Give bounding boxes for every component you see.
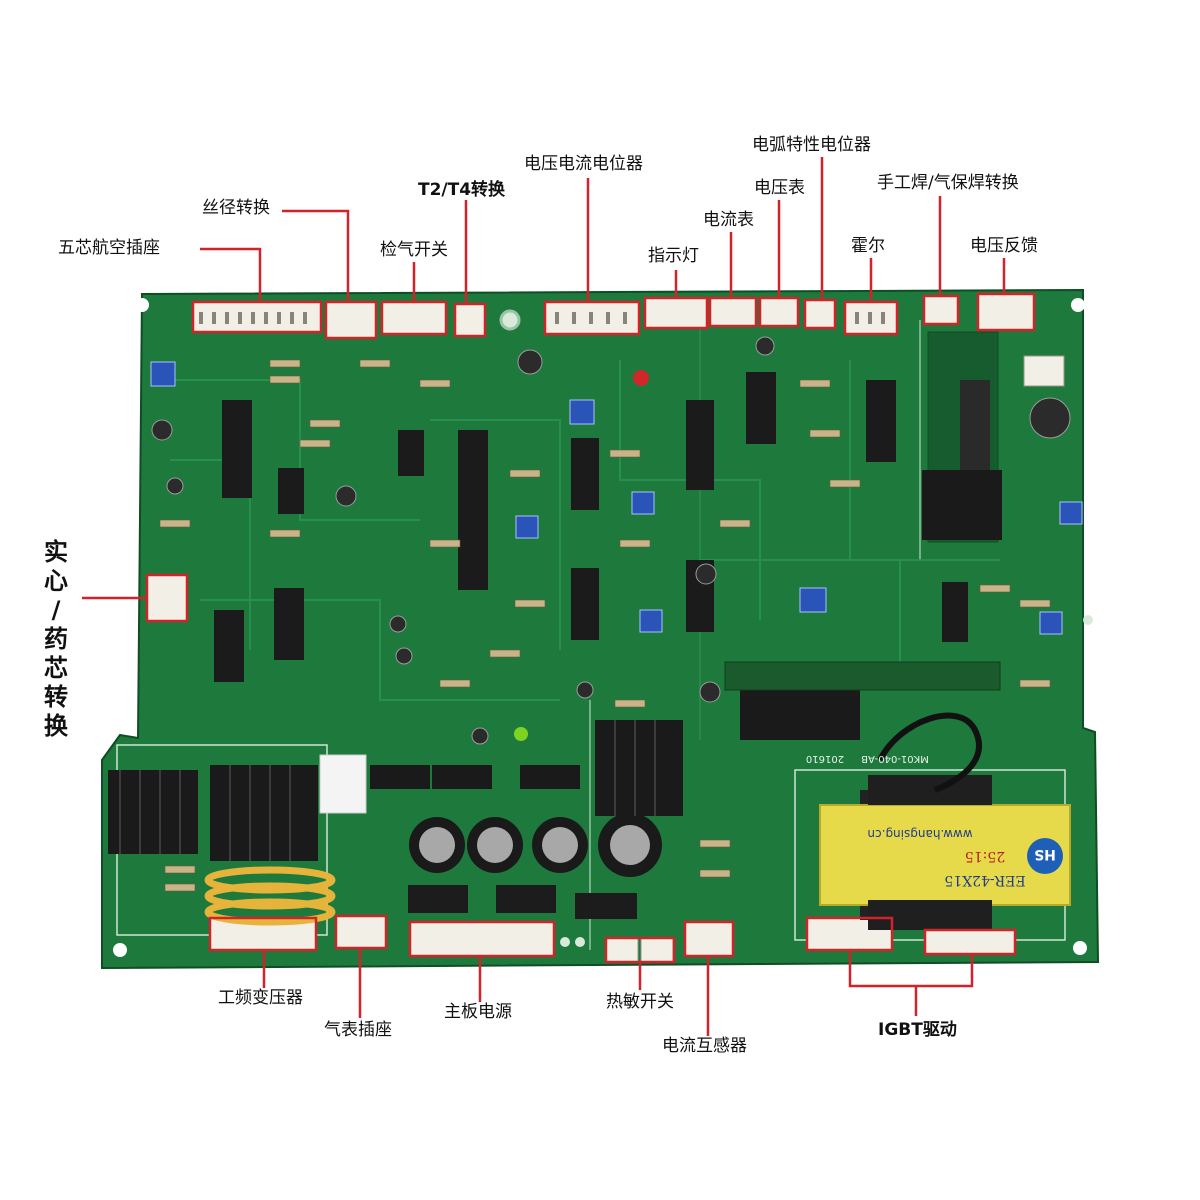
- potentiometer: [799, 587, 827, 613]
- potentiometer: [631, 491, 655, 515]
- transformer-ratio: 25:15: [965, 848, 1005, 864]
- heatsink: [370, 765, 430, 789]
- label-huoer: 霍尔: [851, 236, 885, 256]
- connector: [605, 937, 639, 963]
- potentiometer: [150, 361, 176, 387]
- connector: [454, 303, 486, 337]
- label-dianya-dianliu-dianweiqi: 电压电流电位器: [524, 154, 643, 174]
- mount-hole: [1073, 941, 1087, 955]
- capacitor: [471, 727, 489, 745]
- mount-hole: [135, 298, 149, 312]
- board-code: MK01-040-AB: [861, 753, 929, 764]
- label-sijing-zhuanhuan: 丝径转换: [202, 198, 270, 218]
- transformer-model: EER-42X15: [944, 872, 1025, 888]
- ic: [942, 582, 968, 642]
- capacitor: [166, 477, 184, 495]
- ic: [222, 400, 252, 498]
- connector: [684, 921, 734, 957]
- connector: [924, 929, 1016, 955]
- capacitor: [389, 615, 407, 633]
- label-remin-kaiguan: 热敏开关: [606, 992, 674, 1012]
- transformer-logo: HS: [1034, 846, 1056, 862]
- label-dianyabiao: 电压表: [754, 178, 805, 198]
- potentiometer: [639, 609, 663, 633]
- capacitor: [576, 681, 594, 699]
- capacitor: [755, 336, 775, 356]
- potentiometer: [1039, 611, 1063, 635]
- heatsink: [210, 765, 318, 861]
- connector: [325, 301, 377, 339]
- connector: [644, 297, 708, 329]
- mount-hole: [499, 309, 521, 331]
- led: [514, 727, 528, 741]
- transformer: HS www.hangsing.cn 25:15 EER-42X15: [819, 775, 1071, 930]
- potentiometer: [569, 399, 595, 425]
- ic: [571, 568, 599, 640]
- ic: [746, 372, 776, 444]
- connector: [1023, 355, 1065, 387]
- capacitor-bank: [409, 813, 662, 877]
- connector: [709, 297, 757, 327]
- label-wuxin-hangkong-chazuo: 五芯航空插座: [58, 238, 160, 258]
- ic: [571, 438, 599, 510]
- label-qibiao-chazuo: 气表插座: [324, 1020, 392, 1040]
- capacitor: [395, 647, 413, 665]
- ic: [278, 468, 304, 514]
- mount-hole: [1083, 615, 1093, 625]
- label-shixin-yaoxin-zhuanhuan: 实心 / 药芯转换: [44, 538, 68, 740]
- mount-hole: [560, 937, 570, 947]
- label-dianliu-huganqi: 电流互感器: [662, 1036, 747, 1056]
- capacitor: [517, 349, 543, 375]
- ic: [274, 588, 304, 660]
- label-t2t4-zhuanhuan: T2/T4转换: [418, 180, 506, 200]
- label-igbt-qudong: IGBT驱动: [878, 1020, 957, 1040]
- ic: [398, 430, 424, 476]
- ic: [866, 380, 896, 462]
- label-jianqi-kaiguan: 检气开关: [380, 240, 448, 260]
- connector: [977, 293, 1035, 331]
- mount-hole: [113, 943, 127, 957]
- heatsink: [595, 720, 683, 816]
- label-dianliubiao: 电流表: [703, 210, 754, 230]
- capacitor: [1029, 397, 1071, 439]
- ic: [686, 400, 714, 490]
- ic: [214, 610, 244, 682]
- connector: [335, 915, 387, 949]
- capacitor: [699, 681, 721, 703]
- heatsink: [108, 770, 198, 854]
- label-zhuban-dianyuan: 主板电源: [444, 1002, 512, 1022]
- transformer-brand: www.hangsing.cn: [867, 827, 972, 841]
- heatsink: [520, 765, 580, 789]
- board-date: 201610: [806, 753, 844, 764]
- mount-hole: [575, 937, 585, 947]
- ic: [458, 430, 488, 590]
- connector: [640, 937, 674, 963]
- mount-hole: [1071, 298, 1085, 312]
- label-zhishideng: 指示灯: [648, 246, 699, 266]
- potentiometer: [515, 515, 539, 539]
- heatsink: [432, 765, 492, 789]
- capacitor: [335, 485, 357, 507]
- label-dianya-fankui: 电压反馈: [970, 236, 1038, 256]
- connector: [409, 921, 555, 957]
- connector: [804, 299, 836, 329]
- label-gongpin-bianyaqi: 工频变压器: [218, 988, 303, 1008]
- connector: [381, 301, 447, 335]
- capacitor: [695, 563, 717, 585]
- led: [633, 370, 649, 386]
- label-dianhu-texing-dianweiqi: 电弧特性电位器: [752, 135, 871, 155]
- capacitor: [151, 419, 173, 441]
- heatsink: [740, 690, 860, 740]
- potentiometer: [1059, 501, 1083, 525]
- label-shougonghan-qibaohan-zhuanhuan: 手工焊/气保焊转换: [877, 173, 1019, 193]
- connector: [146, 574, 188, 622]
- connector: [759, 297, 799, 327]
- connector: [923, 295, 959, 325]
